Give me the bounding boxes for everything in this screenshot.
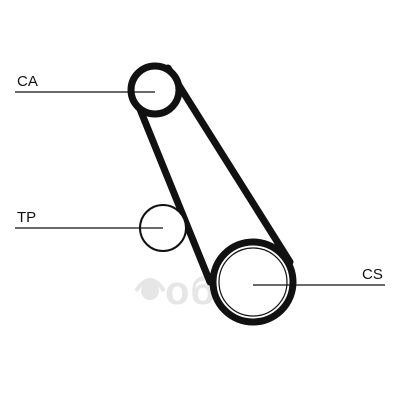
watermark-logo-icon <box>134 278 166 300</box>
camshaft-pulley-belt-wrap <box>127 62 183 118</box>
label-tp: TP <box>17 209 36 226</box>
belt-right-run <box>164 64 294 266</box>
belt-left-run <box>129 88 214 286</box>
label-cs: CS <box>362 266 383 283</box>
crankshaft-pulley-belt-wrap <box>209 238 297 326</box>
label-ca: CA <box>17 73 38 90</box>
crankshaft-pulley-inner <box>218 247 288 317</box>
